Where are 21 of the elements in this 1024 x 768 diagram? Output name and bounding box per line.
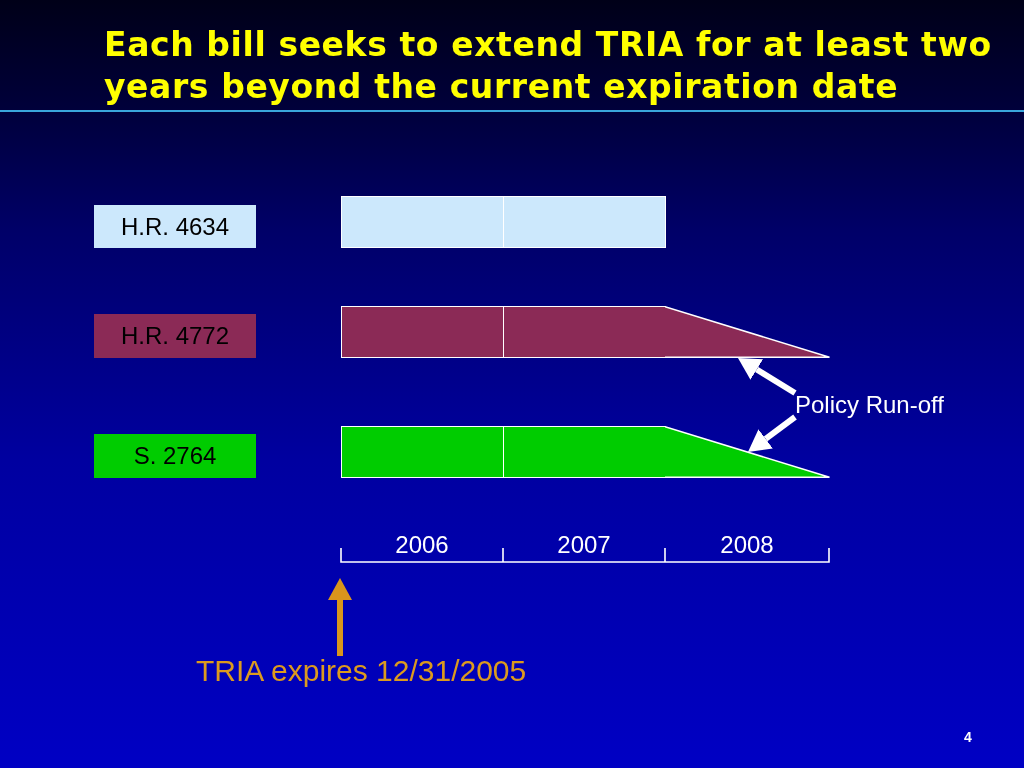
coverage-bar-segment [503,306,666,358]
year-label: 2006 [395,533,449,557]
arrow [738,358,797,396]
run-off-wedge [665,426,830,478]
coverage-bar-segment [503,426,666,478]
coverage-bar-segment [503,196,666,248]
callout-text: Policy Run-off [795,393,944,417]
arrow [328,578,352,656]
run-off-wedge [665,306,830,358]
year-label: 2008 [720,533,774,557]
bill-label: H.R. 4772 [94,314,256,358]
bill-label: H.R. 4634 [94,205,256,248]
callout-text: TRIA expires 12/31/2005 [196,656,527,686]
page-number: 4 [964,730,972,744]
slide-title: Each bill seeks to extend TRIA for at least two years beyond the current expiration date [104,24,993,108]
bill-label: S. 2764 [94,434,256,478]
coverage-bar-segment [341,306,504,358]
coverage-bar-segment [341,196,504,248]
arrow [748,414,797,452]
year-label: 2007 [557,533,611,557]
coverage-bar-segment [341,426,504,478]
